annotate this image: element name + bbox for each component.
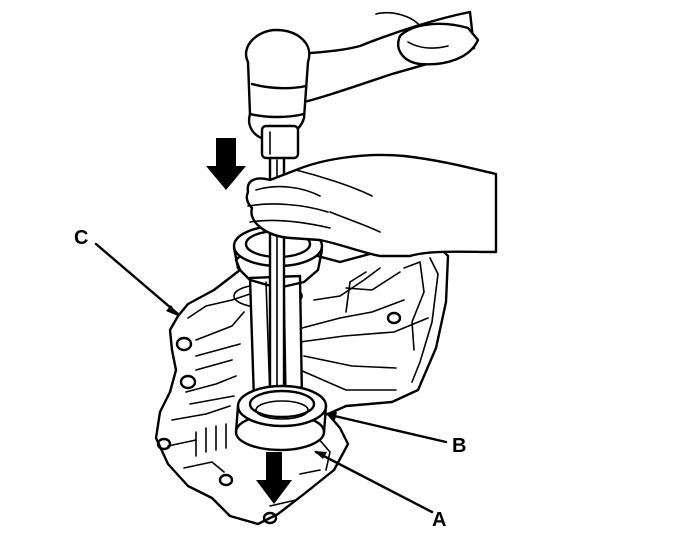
down-arrow-icon — [206, 138, 246, 190]
hand-icon — [245, 153, 498, 258]
bearing-race — [234, 384, 328, 452]
leader-line-a — [314, 450, 434, 514]
callout-c: C — [74, 227, 89, 249]
leader-line-c — [94, 242, 180, 316]
hammer-icon — [244, 10, 480, 160]
callout-b: B — [452, 435, 467, 457]
callout-a: A — [432, 509, 447, 531]
down-arrow-icon — [256, 452, 292, 504]
transmission-housing — [154, 238, 450, 526]
leader-line-b — [324, 412, 448, 444]
